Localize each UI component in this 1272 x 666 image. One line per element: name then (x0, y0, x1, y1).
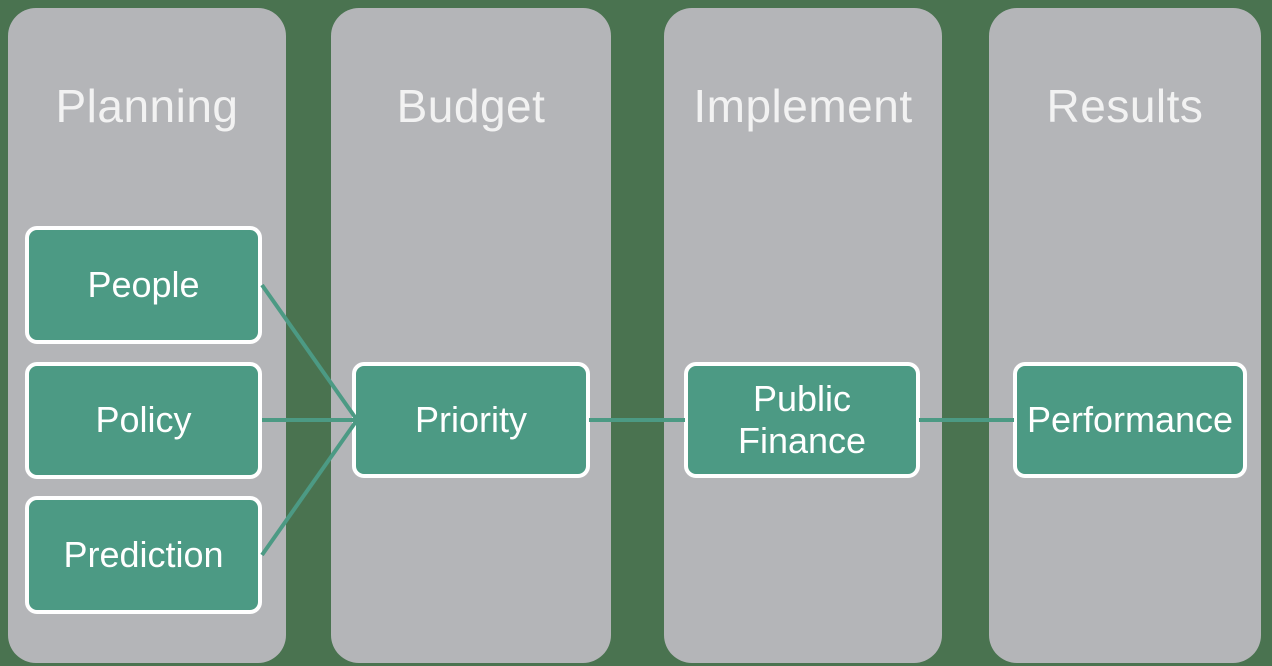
node-priority: Priority (352, 362, 590, 478)
column-title-results: Results (1046, 80, 1204, 132)
column-implement: Implement (664, 8, 942, 663)
node-people: People (25, 226, 262, 344)
node-performance: Performance (1013, 362, 1247, 478)
column-title-implement: Implement (693, 80, 913, 132)
node-prediction: Prediction (25, 496, 262, 614)
column-title-budget: Budget (396, 80, 546, 132)
column-budget: Budget (331, 8, 611, 663)
column-results: Results (989, 8, 1261, 663)
column-title-planning: Planning (55, 80, 239, 132)
node-public-finance: Public Finance (684, 362, 920, 478)
node-policy: Policy (25, 362, 262, 479)
